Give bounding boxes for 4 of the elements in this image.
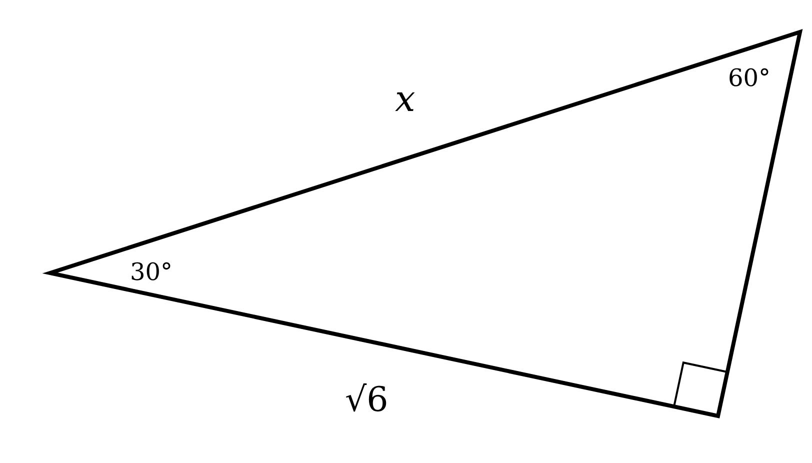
angle-label: 60° <box>728 66 771 90</box>
angle-label: 30° <box>130 260 173 284</box>
side-label: √6 <box>345 383 388 417</box>
side-label: x <box>395 82 416 118</box>
